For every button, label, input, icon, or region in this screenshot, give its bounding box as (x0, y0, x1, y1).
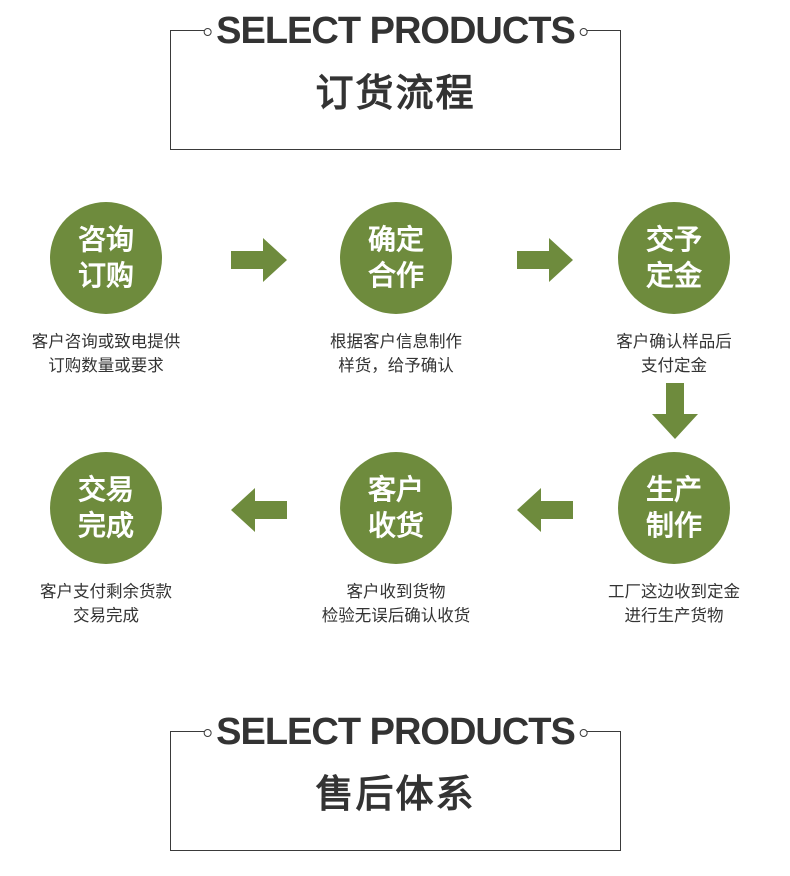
step-transaction-complete: 交易 完成 客户支付剩余货款 交易完成 (0, 452, 216, 628)
header-english-title: SELECT PRODUCTS (216, 711, 576, 753)
step-title-line1: 客户 (367, 473, 424, 506)
header-english-title: SELECT PRODUCTS (216, 10, 576, 52)
header-chinese-title: 订货流程 (315, 71, 476, 115)
frame-dot-left (203, 729, 212, 737)
step-description: 客户咨询或致电提供 订购数量或要求 (31, 332, 181, 375)
step-description: 客户收到货物 检验无误后确认收货 (321, 582, 471, 625)
step-title-line2: 收货 (367, 509, 424, 542)
arrow-down-icon (652, 383, 698, 439)
step-title-line1: 生产 (645, 473, 702, 506)
step-circle: 咨询 订购 (50, 202, 162, 314)
step-circle: 确定 合作 (340, 202, 452, 314)
arrow-right-icon (231, 238, 287, 282)
step-title-line2: 完成 (77, 509, 134, 542)
step-title-line2: 定金 (645, 259, 702, 292)
step-receive-goods: 客户 收货 客户收到货物 检验无误后确认收货 (286, 452, 506, 628)
step-circle: 客户 收货 (340, 452, 452, 564)
step-circle: 交易 完成 (50, 452, 162, 564)
step-description: 工厂这边收到定金 进行生产货物 (608, 582, 740, 625)
frame-dot-right (579, 28, 588, 36)
header-chinese-title: 售后体系 (315, 772, 476, 816)
frame-dot-left (203, 28, 212, 36)
step-circle: 交予 定金 (618, 202, 730, 314)
step-description: 客户支付剩余货款 交易完成 (40, 582, 172, 625)
step-description: 客户确认样品后 支付定金 (616, 332, 732, 375)
order-process-header: SELECT PRODUCTS 订货流程 (170, 11, 621, 150)
frame-dot-right (579, 729, 588, 737)
step-title-line1: 交予 (645, 223, 702, 256)
step-production: 生产 制作 工厂这边收到定金 进行生产货物 (564, 452, 784, 628)
step-title-line2: 制作 (645, 509, 702, 542)
step-description: 根据客户信息制作 样货，给予确认 (330, 332, 462, 375)
step-title-line1: 交易 (77, 473, 134, 506)
step-title-line2: 订购 (77, 259, 134, 292)
arrow-left-icon (517, 488, 573, 532)
arrow-left-icon (231, 488, 287, 532)
step-title-line2: 合作 (367, 259, 424, 292)
step-title-line1: 咨询 (77, 223, 134, 256)
arrow-right-icon (517, 238, 573, 282)
step-circle: 生产 制作 (618, 452, 730, 564)
step-confirm-cooperation: 确定 合作 根据客户信息制作 样货，给予确认 (286, 202, 506, 378)
after-sales-header: SELECT PRODUCTS 售后体系 (170, 712, 621, 851)
step-consult-order: 咨询 订购 客户咨询或致电提供 订购数量或要求 (0, 202, 216, 378)
step-title-line1: 确定 (367, 223, 424, 256)
step-pay-deposit: 交予 定金 客户确认样品后 支付定金 (564, 202, 784, 378)
